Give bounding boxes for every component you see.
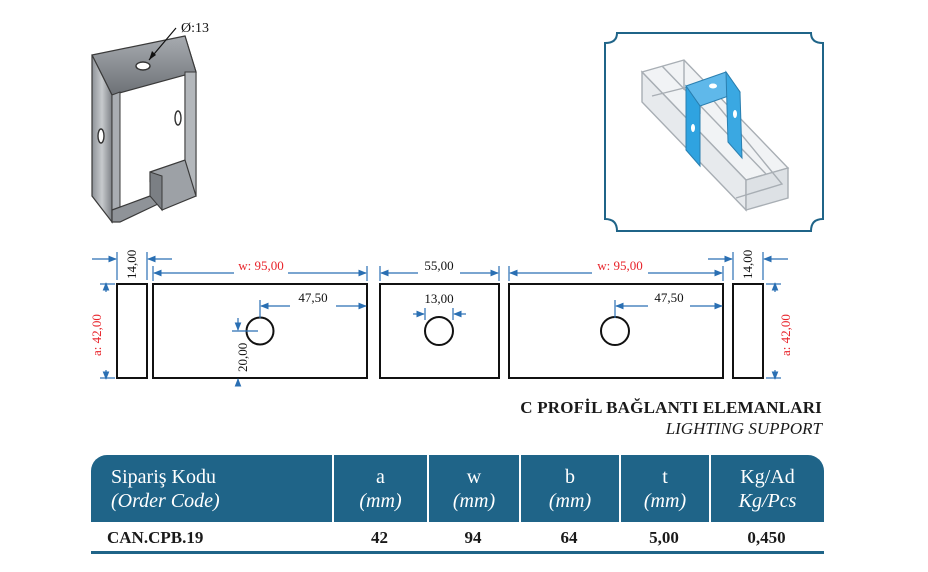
- cell-w: 94: [464, 528, 482, 547]
- dim-hole-dia: 13,00: [424, 291, 453, 306]
- header-t: t (mm): [619, 455, 709, 522]
- dim-w-right: w: 95,00: [597, 258, 643, 273]
- panel-w-left: [152, 283, 368, 379]
- panel-b-center: [379, 283, 500, 379]
- dim-thickness-left: 14,00: [124, 250, 139, 279]
- cell-t: 5,00: [649, 528, 679, 547]
- assembly-render-frame: [604, 32, 824, 232]
- header-w: w (mm): [427, 455, 519, 522]
- dim-w-left: w: 95,00: [238, 258, 284, 273]
- table-row: CAN.CPB.19 42 94 64 5,00 0,450: [91, 525, 824, 554]
- cell-weight: 0,450: [747, 528, 786, 547]
- hole-label: Ø:13: [181, 21, 209, 36]
- lighting-support-part: [685, 70, 743, 168]
- product-title-block: C PROFİL BAĞLANTI ELEMANLARI LIGHTING SU…: [520, 398, 822, 440]
- product-title: C PROFİL BAĞLANTI ELEMANLARI: [520, 398, 822, 417]
- cell-a: 42: [371, 528, 388, 547]
- flat-pattern: [116, 283, 764, 379]
- header-a: a (mm): [332, 455, 427, 522]
- header-weight: Kg/Ad Kg/Pcs: [709, 455, 824, 522]
- hole-right: [600, 316, 630, 346]
- dimension-texts: 14,00 a: 42,00 w: 95,00 47,50 20,00 55,0…: [89, 250, 793, 372]
- side-plate-left: [116, 283, 148, 379]
- dim-hole-height: 20,00: [235, 343, 250, 372]
- dimension-lines: [92, 252, 788, 387]
- dim-a-left: a: 42,00: [89, 314, 104, 356]
- cell-order-code: CAN.CPB.19: [107, 528, 204, 547]
- spec-table-header: Sipariş Kodu (Order Code) a (mm) w (mm) …: [91, 455, 824, 522]
- cell-b: 64: [560, 528, 578, 547]
- dim-offset-left: 47,50: [298, 290, 327, 305]
- dim-a-right: a: 42,00: [778, 314, 793, 356]
- panel-w-right: [508, 283, 724, 379]
- hole-center: [424, 316, 454, 346]
- header-order-code: Sipariş Kodu (Order Code): [111, 465, 220, 512]
- dim-offset-right: 47,50: [654, 290, 683, 305]
- side-plate-right: [732, 283, 764, 379]
- dim-thickness-right: 14,00: [740, 250, 755, 279]
- dim-b: 55,00: [424, 258, 453, 273]
- product-subtitle: LIGHTING SUPPORT: [665, 419, 822, 438]
- bracket-3d-illustration: Ø:13: [91, 21, 209, 224]
- header-b: b (mm): [519, 455, 619, 522]
